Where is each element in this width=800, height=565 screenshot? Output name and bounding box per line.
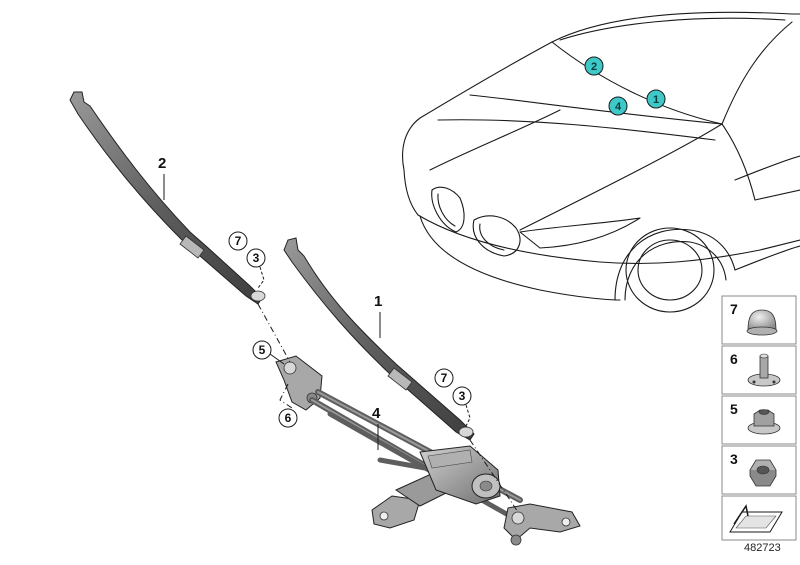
stud-nut-icon (747, 353, 781, 387)
svg-text:4: 4 (372, 405, 381, 422)
car-front-illustration (402, 11, 800, 313)
callout-pivot-bolt: 6 (278, 408, 298, 428)
wiper-arm-right (283, 237, 475, 441)
car-marker-1: 1 (646, 89, 666, 109)
svg-text:3: 3 (459, 389, 466, 403)
svg-text:1: 1 (374, 293, 382, 310)
legend-row-6: 6 (721, 345, 797, 395)
callout-arm-right: 1 (374, 293, 382, 338)
callout-right-cap: 7 (434, 368, 454, 388)
windshield-lower-edge (551, 41, 723, 125)
cap-icon (746, 309, 778, 336)
svg-text:7: 7 (235, 234, 242, 248)
callout-linkage: 4 (372, 405, 381, 450)
hood-left-edge (402, 41, 553, 171)
callout-pivot-nut: 5 (252, 340, 285, 365)
wheel-arch (614, 228, 736, 301)
svg-text:5: 5 (259, 343, 266, 357)
legend-row-7: 7 (721, 295, 797, 345)
legend-footer (721, 495, 797, 541)
headlight-right (519, 217, 641, 249)
callout-left-nut: 3 (246, 248, 266, 289)
legend-row-3: 3 (721, 445, 797, 495)
svg-text:5: 5 (730, 401, 738, 417)
car-marker-2: 2 (584, 56, 604, 76)
svg-text:6: 6 (730, 351, 738, 367)
svg-text:6: 6 (285, 411, 292, 425)
svg-text:3: 3 (730, 451, 738, 467)
svg-text:2: 2 (158, 155, 166, 172)
parts-legend-panel: 7 6 5 (721, 295, 797, 541)
arrow-indicator-icon (729, 504, 783, 533)
grille-right (472, 215, 521, 257)
svg-text:7: 7 (730, 301, 738, 317)
svg-text:4: 4 (615, 101, 622, 113)
car-marker-4: 4 (608, 96, 628, 116)
front-wheel (625, 227, 715, 313)
hood-right-edge (721, 123, 756, 201)
document-number: 482723 (744, 542, 781, 554)
assembly-leader-lines (257, 303, 519, 513)
wiper-arm-left (69, 91, 266, 305)
callout-left-cap: 7 (228, 231, 248, 251)
grille-left (431, 186, 465, 233)
a-pillar (721, 21, 793, 125)
callout-arm-left: 2 (158, 155, 166, 200)
callout-right-nut: 3 (452, 386, 472, 427)
flange-nut-icon (747, 409, 781, 435)
svg-text:1: 1 (653, 94, 659, 106)
svg-text:7: 7 (441, 371, 448, 385)
car-roof-line (551, 11, 793, 43)
svg-text:2: 2 (591, 61, 597, 73)
legend-row-5: 5 (721, 395, 797, 445)
hex-nut-icon (749, 459, 777, 487)
car-position-markers: 2 1 4 (584, 56, 666, 116)
svg-text:3: 3 (253, 251, 260, 265)
wiper-linkage (275, 355, 581, 546)
